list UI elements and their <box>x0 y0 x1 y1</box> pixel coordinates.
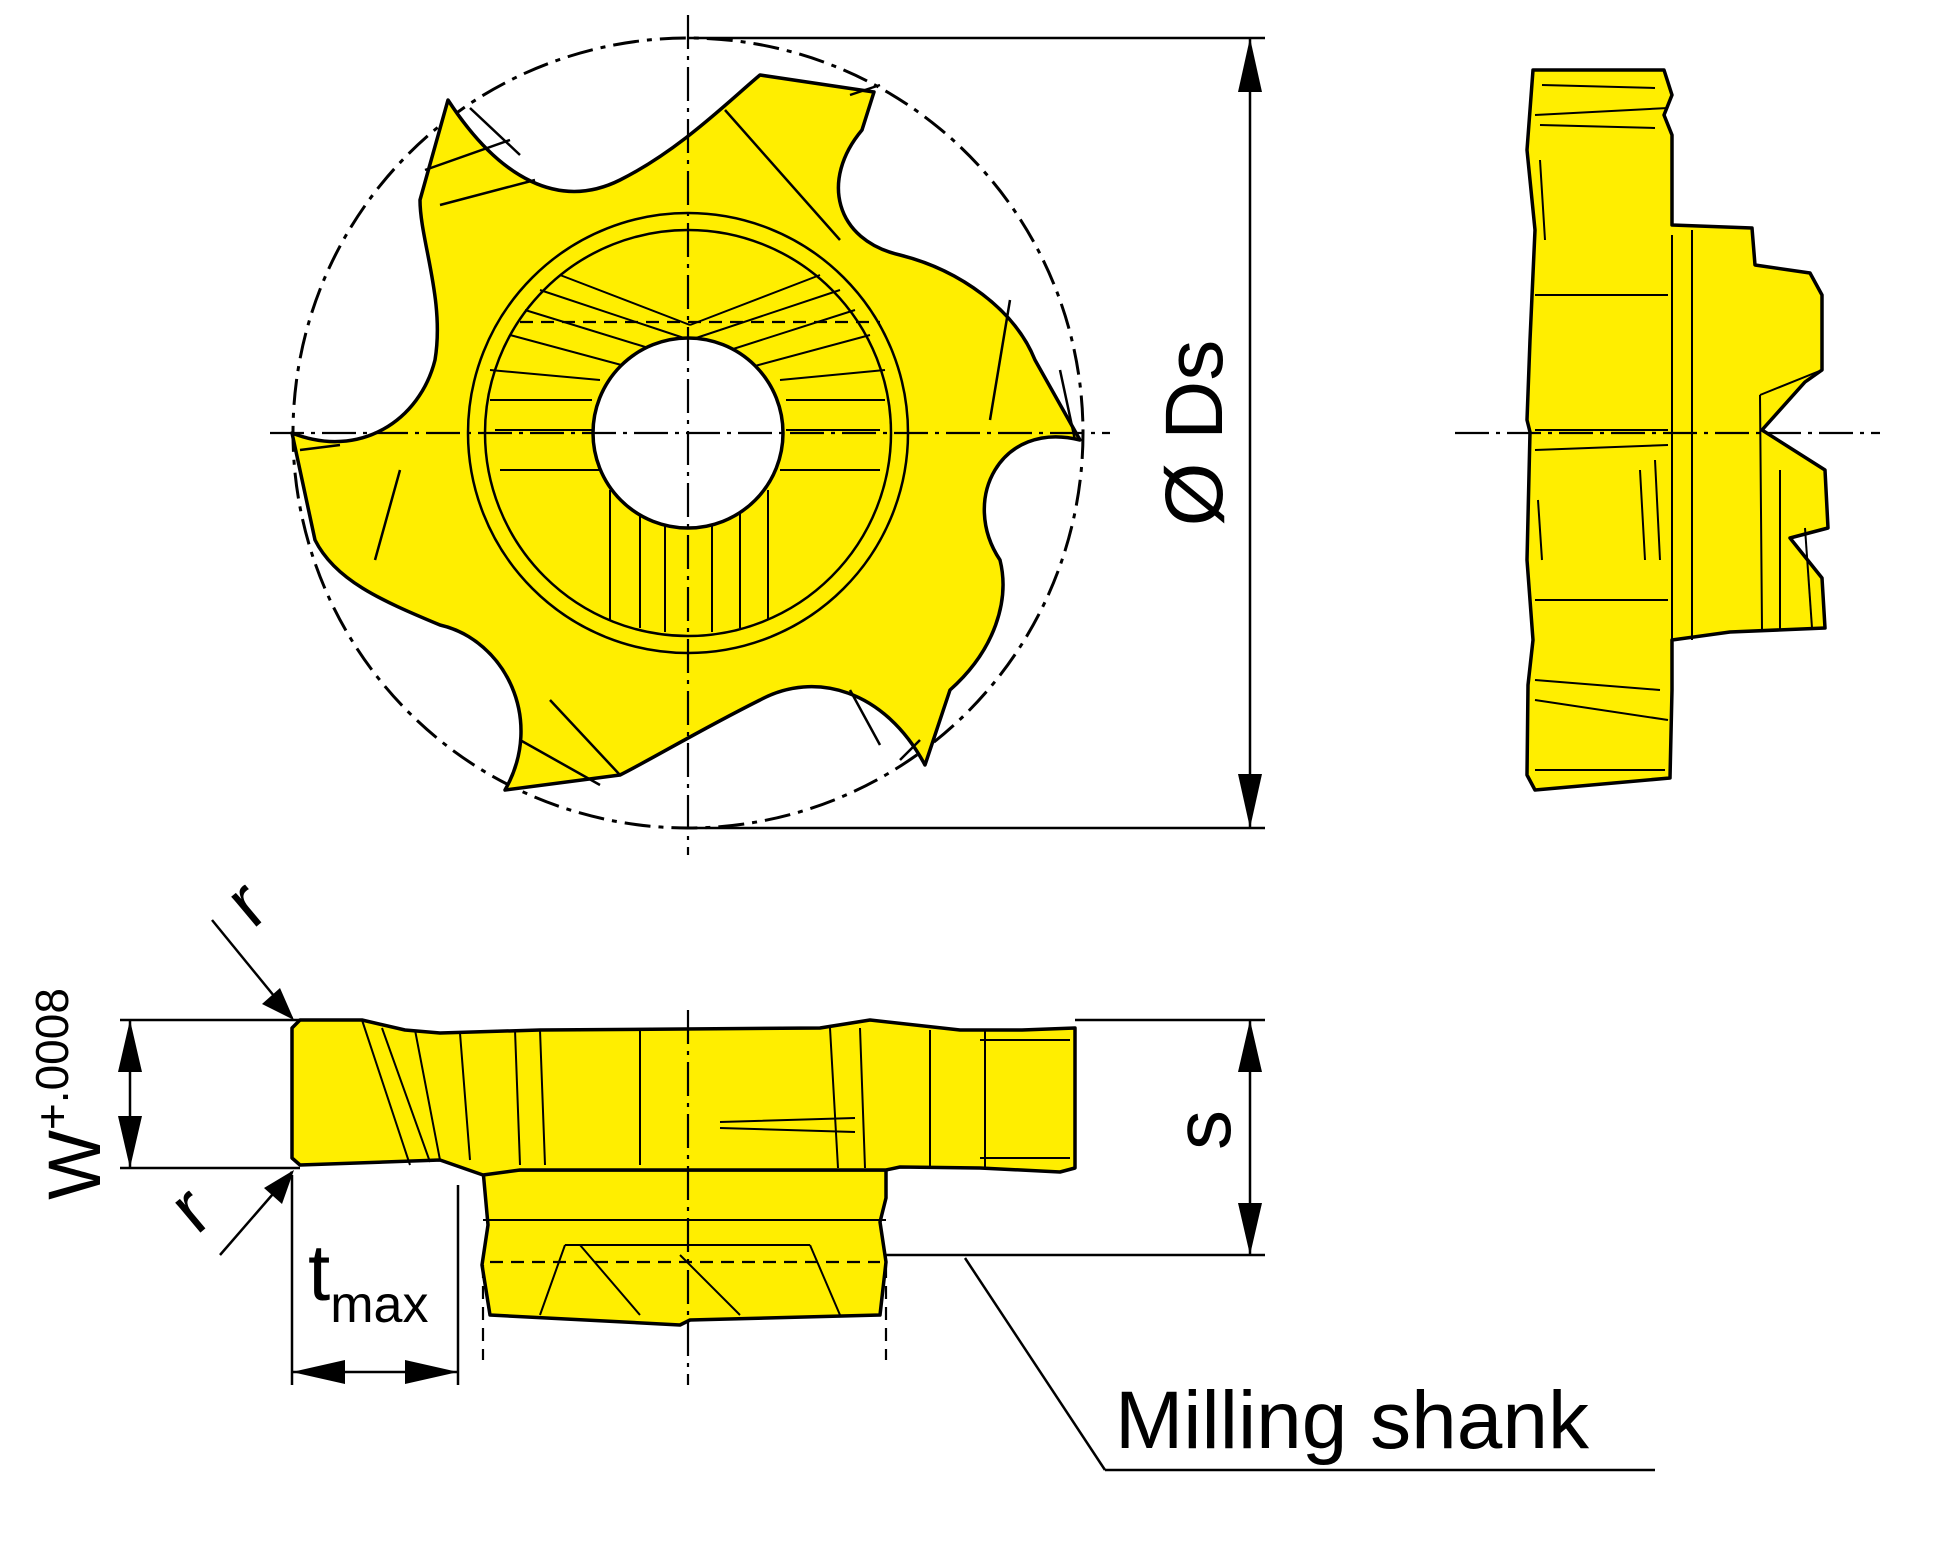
side-view-edges <box>1534 84 1823 771</box>
width-tolerance: +.0008 <box>26 988 78 1130</box>
hub-ribs <box>489 274 886 632</box>
diameter-dimension <box>688 36 1265 830</box>
insert-profile-top <box>290 1018 1077 1177</box>
insert-body-side <box>1525 68 1830 792</box>
thickness-label: s <box>1158 1110 1247 1150</box>
top-view <box>290 1010 1077 1385</box>
depth-subscript: max <box>330 1276 428 1334</box>
radius-label-bottom: r <box>153 1169 225 1248</box>
thickness-dimension <box>886 1018 1265 1257</box>
tooth-facet-lines <box>299 83 1077 787</box>
callout-label: Milling shank <box>1115 1375 1590 1466</box>
shank-body <box>480 1168 888 1327</box>
width-dimension <box>118 1018 300 1170</box>
radius-leader-top <box>211 919 294 1020</box>
diameter-label: Ø Ds <box>1149 340 1240 527</box>
radius-leader-bottom <box>219 1170 294 1256</box>
front-view <box>270 15 1110 855</box>
width-label: W+.0008 <box>26 988 116 1200</box>
shank-hidden-line <box>481 1260 888 1360</box>
width-symbol: W <box>33 1130 116 1200</box>
top-view-edges <box>361 1019 1070 1316</box>
depth-label: tmax <box>308 1228 428 1334</box>
side-view <box>1455 68 1880 792</box>
depth-symbol: t <box>308 1228 330 1317</box>
depth-dimension <box>290 1175 460 1385</box>
callout-leader <box>963 1257 1655 1472</box>
